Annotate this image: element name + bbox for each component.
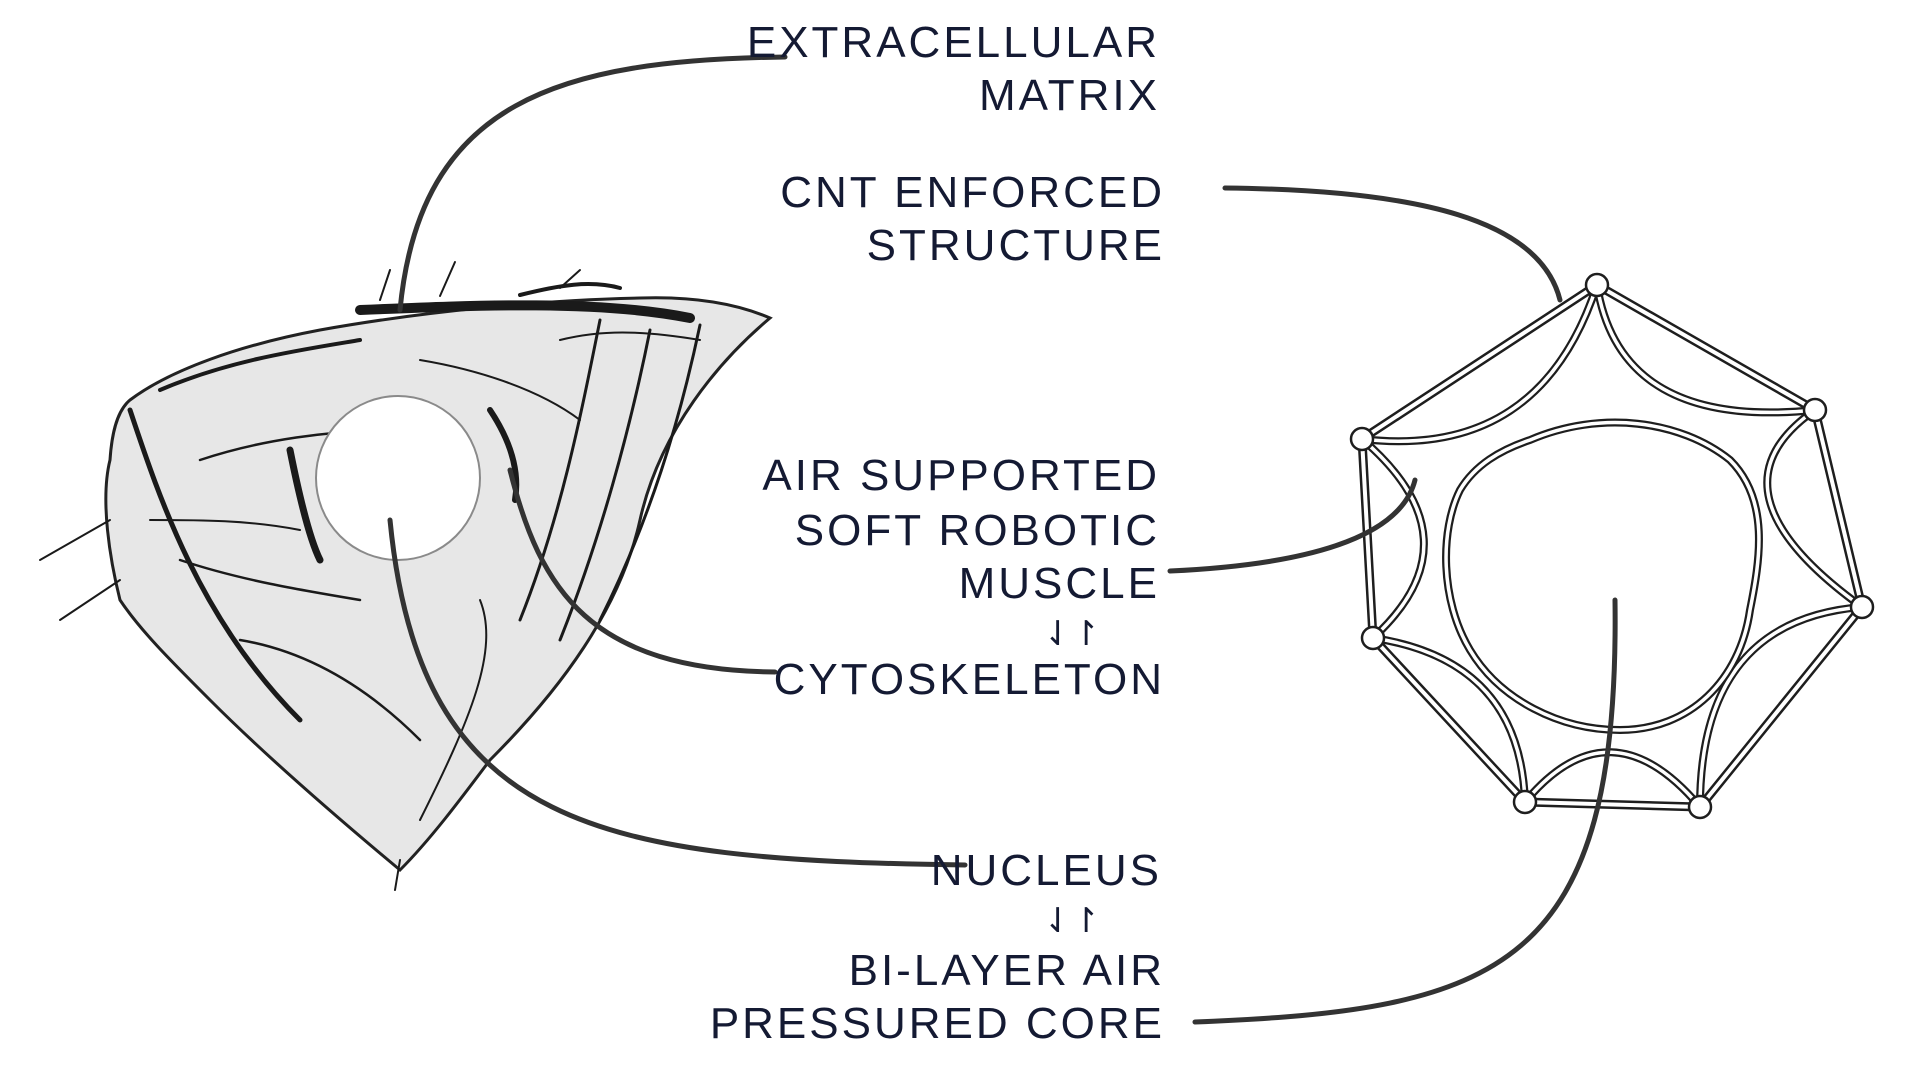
frame-node	[1687, 794, 1713, 820]
frame-node	[1584, 272, 1610, 298]
leader-bilayer-core	[1192, 597, 1618, 1025]
label-air-muscle-line-3: MUSCLE	[959, 559, 1160, 608]
frame-node	[1349, 426, 1375, 452]
labels: EXTRACELLULAR MATRIX CNT ENFORCED STRUCT…	[710, 18, 1165, 1048]
frame-node	[1802, 397, 1828, 423]
cell-nucleus	[315, 395, 481, 561]
cell-image	[39, 261, 773, 891]
pressured-core-outer	[1442, 418, 1763, 735]
label-bilayer-core-line-2: PRESSURED CORE	[710, 999, 1165, 1048]
label-cytoskeleton: CYTOSKELETON	[774, 655, 1165, 704]
leader-cnt-structure	[1222, 185, 1563, 303]
leader-cytoskeleton	[507, 467, 778, 675]
label-nucleus: NUCLEUS	[931, 846, 1162, 895]
leader-lines	[387, 54, 1618, 1025]
pressured-core-inner	[1444, 420, 1761, 732]
frame-node	[1849, 594, 1875, 620]
leader-nucleus	[387, 517, 968, 868]
frame-node	[1360, 625, 1386, 651]
equivalence-arrows-icon: ⇃↾	[1044, 614, 1101, 654]
label-cnt-structure-line-2: STRUCTURE	[867, 221, 1165, 270]
equivalence-arrows-icon: ⇃↾	[1044, 901, 1101, 941]
label-air-muscle-line-1: AIR SUPPORTED	[762, 451, 1160, 500]
leader-extracellular-matrix	[397, 54, 788, 313]
cnt-frame-inner	[1360, 283, 1864, 809]
label-air-muscle-line-2: SOFT ROBOTIC	[795, 506, 1160, 555]
label-extracellular-matrix-line-2: MATRIX	[979, 71, 1160, 120]
soft-robot-schematic	[1349, 272, 1875, 820]
frame-node	[1512, 789, 1538, 815]
label-cnt-structure-line-1: CNT ENFORCED	[780, 168, 1165, 217]
label-extracellular-matrix-line-1: EXTRACELLULAR	[747, 18, 1160, 67]
leader-air-muscle	[1167, 477, 1418, 574]
label-bilayer-core-line-1: BI-LAYER AIR	[849, 946, 1165, 995]
muscle-arcs	[1359, 283, 1865, 810]
frame-nodes	[1349, 272, 1875, 820]
